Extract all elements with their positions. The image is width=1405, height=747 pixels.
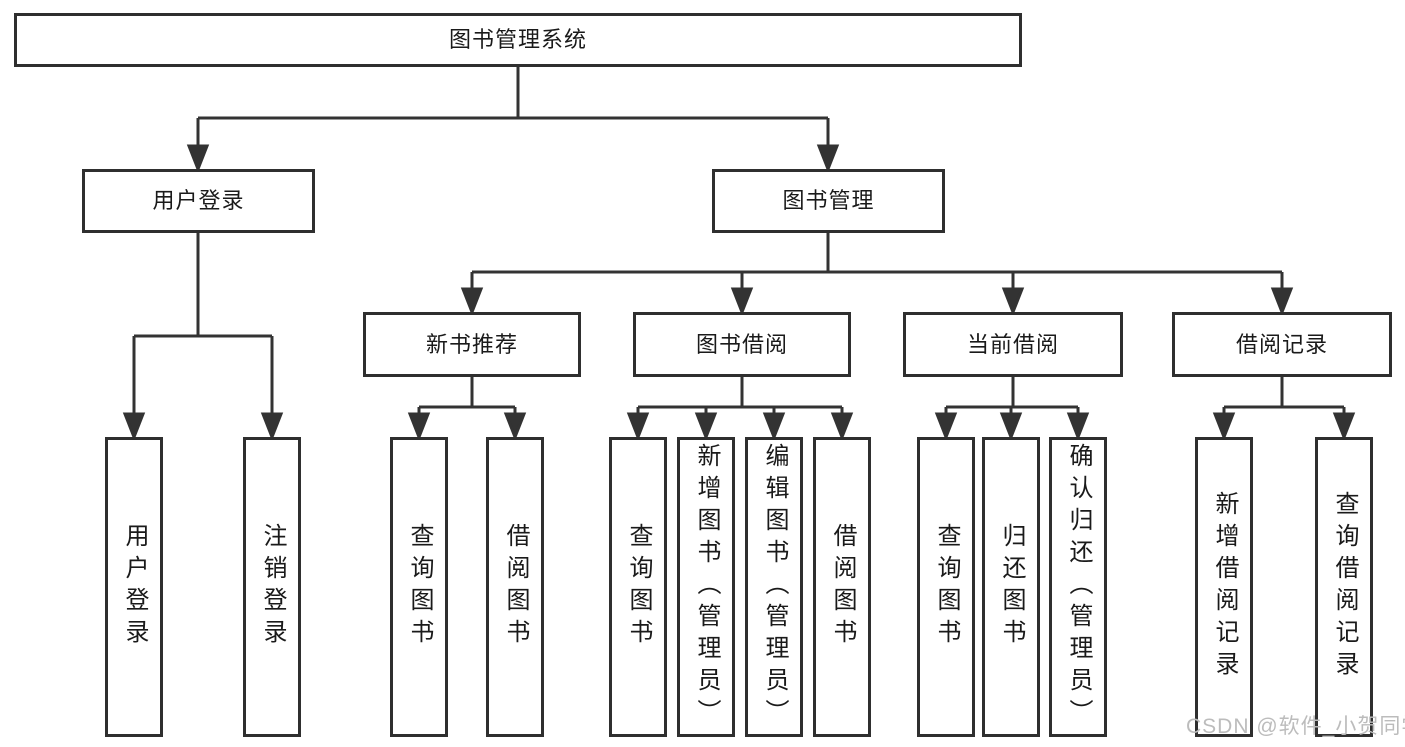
node-new-book-rec-label: 新书推荐 <box>425 331 518 357</box>
arrowhead-icon <box>407 412 431 442</box>
arrowhead-icon <box>830 412 854 442</box>
leaf-bb-edit-book: 编辑图书（管理员） <box>745 437 803 737</box>
connector-book-mgmt-children <box>460 233 1294 317</box>
leaf-logout: 注销登录 <box>243 437 301 737</box>
connector-current-borrow-children <box>934 376 1090 442</box>
node-user-login: 用户登录 <box>82 169 315 233</box>
csdn-watermark: CSDN @软件_小贺同学 <box>1186 715 1405 738</box>
node-root: 图书管理系统 <box>14 13 1022 67</box>
leaf-bb-add-book: 新增图书（管理员） <box>677 437 735 737</box>
arrowhead-icon <box>260 412 284 442</box>
leaf-cb-return-book: 归还图书 <box>982 437 1040 737</box>
leaf-rec-query-book: 查询图书 <box>390 437 448 737</box>
connector-new-book-rec-children <box>407 377 527 442</box>
leaf-user-login-label: 用户登录 <box>121 523 148 651</box>
arrowhead-icon <box>1332 412 1356 442</box>
leaf-logout-label: 注销登录 <box>259 523 286 651</box>
arrowhead-icon <box>762 412 786 442</box>
leaf-cb-confirm-return-label: 确认归还（管理员） <box>1065 443 1092 731</box>
connector-book-borrow-children <box>626 377 854 442</box>
arrowhead-icon <box>934 412 958 442</box>
connector-user-login-children <box>122 233 284 442</box>
arrowhead-icon <box>1001 287 1025 317</box>
connector-borrow-record-children <box>1212 377 1356 442</box>
node-book-mgmt: 图书管理 <box>712 169 945 233</box>
leaf-user-login: 用户登录 <box>105 437 163 737</box>
node-current-borrow: 当前借阅 <box>903 312 1123 377</box>
arrowhead-icon <box>626 412 650 442</box>
arrowhead-icon <box>1212 412 1236 442</box>
leaf-br-add-record: 新增借阅记录 <box>1195 437 1253 737</box>
node-current-borrow-label: 当前借阅 <box>966 331 1059 357</box>
leaf-br-query-record: 查询借阅记录 <box>1315 437 1373 737</box>
leaf-cb-query-book-label: 查询图书 <box>933 523 960 651</box>
arrowhead-icon <box>503 412 527 442</box>
arrowhead-icon <box>1066 412 1090 442</box>
leaf-br-add-record-label: 新增借阅记录 <box>1211 491 1238 683</box>
leaf-bb-query-book: 查询图书 <box>609 437 667 737</box>
node-book-borrow: 图书借阅 <box>633 312 851 377</box>
connector-root-to-level2 <box>186 67 840 174</box>
node-root-label: 图书管理系统 <box>448 27 587 52</box>
arrowhead-icon <box>816 144 840 174</box>
node-borrow-record: 借阅记录 <box>1172 312 1392 377</box>
leaf-br-query-record-label: 查询借阅记录 <box>1331 491 1358 683</box>
arrowhead-icon <box>694 412 718 442</box>
node-borrow-record-label: 借阅记录 <box>1235 331 1328 357</box>
leaf-bb-borrow-book-label: 借阅图书 <box>829 523 856 651</box>
leaf-bb-add-book-label: 新增图书（管理员） <box>693 443 720 731</box>
leaf-rec-borrow-book: 借阅图书 <box>486 437 544 737</box>
node-book-borrow-label: 图书借阅 <box>695 331 788 357</box>
arrowhead-icon <box>730 287 754 317</box>
node-user-login-label: 用户登录 <box>152 188 245 213</box>
leaf-cb-confirm-return: 确认归还（管理员） <box>1049 437 1107 737</box>
node-new-book-rec: 新书推荐 <box>363 312 581 377</box>
arrowhead-icon <box>1270 287 1294 317</box>
leaf-bb-edit-book-label: 编辑图书（管理员） <box>761 443 788 731</box>
arrowhead-icon <box>122 412 146 442</box>
leaf-rec-query-book-label: 查询图书 <box>406 523 433 651</box>
leaf-cb-return-book-label: 归还图书 <box>998 523 1025 651</box>
node-book-mgmt-label: 图书管理 <box>782 188 875 213</box>
leaf-bb-query-book-label: 查询图书 <box>625 523 652 651</box>
leaf-cb-query-book: 查询图书 <box>917 437 975 737</box>
leaf-rec-borrow-book-label: 借阅图书 <box>502 523 529 651</box>
leaf-bb-borrow-book: 借阅图书 <box>813 437 871 737</box>
arrowhead-icon <box>186 144 210 174</box>
arrowhead-icon <box>460 287 484 317</box>
arrowhead-icon <box>999 412 1023 442</box>
